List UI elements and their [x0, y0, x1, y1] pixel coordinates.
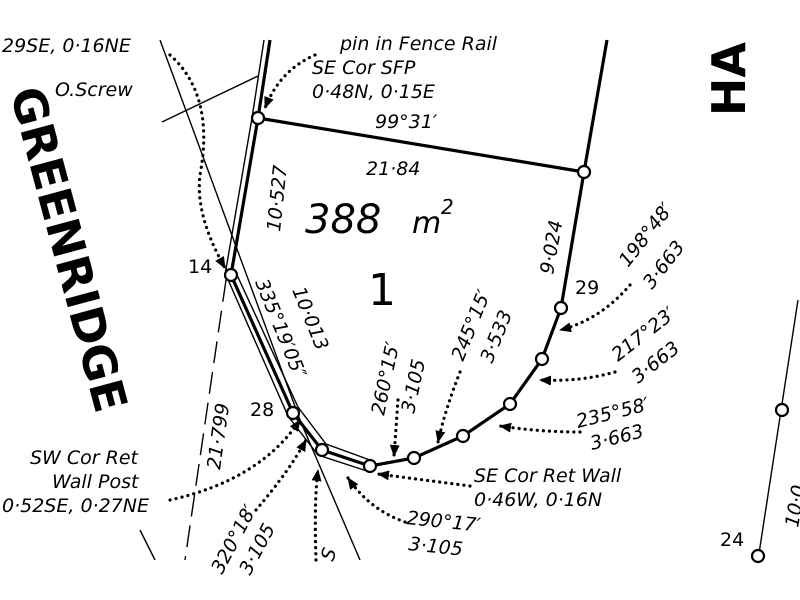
lot-area-value: 388 [305, 197, 381, 243]
distance-east-edge: 9·024 [536, 218, 567, 275]
distance-arc-6: 3·105 [407, 533, 463, 561]
distance-arc-5: 3·105 [397, 357, 430, 415]
leader-arc-6 [346, 476, 407, 524]
top-and-east-boundary [257, 39, 609, 174]
note-screw: O.Screw [55, 79, 133, 101]
survey-mark [502, 396, 518, 412]
leader-arc-7 [254, 438, 308, 512]
road-edge-line [139, 529, 156, 561]
note-se-cor-sfp: SE Cor SFP [312, 57, 416, 79]
leader-se-cor-sfp [263, 53, 317, 110]
leader-screw [168, 53, 227, 270]
leader-se-cor-ret [376, 470, 472, 488]
note-se-cor-ret-wall: SE Cor Ret Wall [474, 465, 622, 487]
leader-arc-1 [558, 283, 632, 333]
survey-mark [534, 351, 550, 367]
note-sw-cor-offsets: 0·52SE, 0·27NE [2, 495, 149, 517]
survey-mark [314, 442, 330, 458]
adjacent-lot-line [757, 299, 799, 561]
leader-arc-2 [538, 370, 617, 386]
leader-lines [168, 53, 632, 562]
note-se-cor-sfp-offsets: 0·48N, 0·15E [312, 81, 435, 103]
distance-top-edge: 21·84 [366, 158, 420, 180]
street-name-fragment: HA [702, 42, 756, 116]
station-29: 29 [575, 277, 599, 299]
distance-street-frontage: 21·799 [203, 402, 234, 471]
note-top-left-offsets: 29SE, 0·16NE [2, 35, 131, 57]
wall-line-inner [236, 274, 371, 461]
west-boundary [229, 39, 272, 276]
curved-boundary [229, 171, 586, 468]
lot-area: 388 m 2 [305, 195, 454, 243]
connector-line [161, 75, 259, 123]
station-14: 14 [188, 256, 212, 278]
lot-area-sup: 2 [441, 195, 454, 219]
note-bottom-fragment: S [317, 545, 342, 563]
note-se-cor-ret-offsets: 0·46W, 0·16N [474, 489, 602, 511]
distance-west-line: 10·527 [263, 164, 292, 232]
leader-sw-cor [168, 418, 302, 502]
bearing-top-edge: 99°31′ [375, 111, 438, 133]
survey-mark [455, 428, 471, 444]
wall-line-outer-curve [225, 274, 371, 473]
survey-mark [285, 405, 301, 421]
street-frontage-dashed-line [184, 279, 227, 561]
leader-arc-3 [498, 422, 582, 434]
station-28: 28 [250, 399, 274, 421]
lot-number: 1 [368, 265, 396, 316]
survey-mark [576, 164, 592, 180]
note-fence-rail: pin in Fence Rail [339, 33, 498, 55]
note-sw-cor-sub: Wall Post [52, 471, 140, 493]
road-boundary-line [159, 39, 301, 421]
bearing-arc-6: 290°17′ [405, 507, 482, 537]
survey-mark [223, 267, 239, 283]
wall-line-outer [224, 39, 265, 276]
survey-marks [223, 110, 790, 564]
leader-bottom [311, 468, 322, 562]
construction-lines [139, 39, 799, 561]
survey-mark [362, 458, 378, 474]
survey-mark [774, 402, 790, 418]
survey-mark [553, 300, 569, 316]
distance-right-partial: 10·0 [781, 483, 800, 528]
survey-mark [750, 548, 766, 564]
leader-arc-4 [435, 370, 462, 444]
note-sw-cor-title: SW Cor Ret [30, 447, 140, 469]
road-curve-line [299, 419, 361, 561]
street-name: GREENRIDGE [0, 81, 138, 418]
station-24: 24 [720, 529, 744, 551]
survey-mark [250, 110, 266, 126]
lot-area-unit: m [412, 206, 441, 241]
survey-mark [406, 450, 422, 466]
